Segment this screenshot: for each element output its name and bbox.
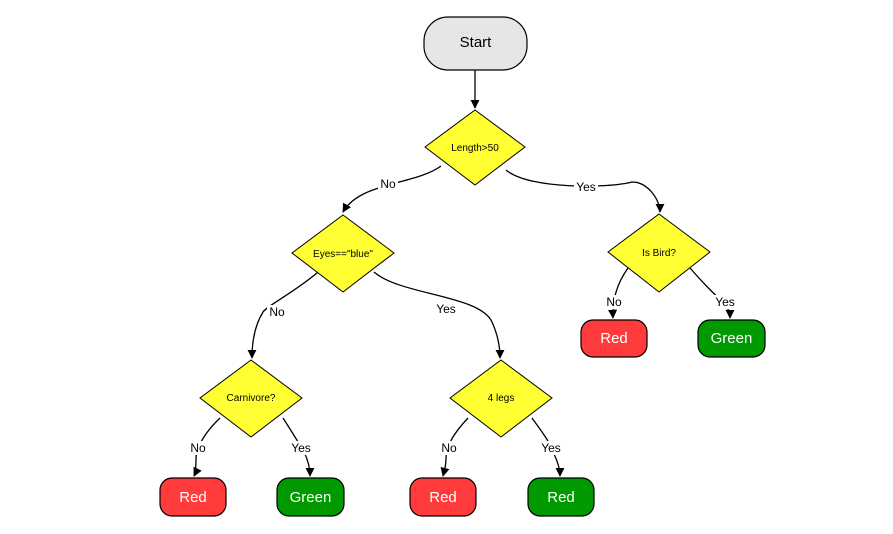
edge-carnivore-no	[193, 417, 221, 477]
leaf-bird-no: Red	[580, 319, 648, 358]
leaf-carnivore-yes: Green	[276, 477, 345, 517]
edge-eyes-yes	[373, 271, 505, 359]
decision-legs: 4 legs	[449, 359, 553, 438]
edge-length-yes	[505, 169, 665, 213]
decision-carnivore: Carnivore?	[199, 359, 303, 438]
leaf-carnivore-no-label: Red	[179, 489, 207, 506]
start-node: Start	[423, 16, 528, 71]
edge-labels: No Yes No Yes No Yes No Yes No Yes	[188, 177, 737, 455]
edge-bird-no	[608, 267, 629, 319]
decision-eyes-label: Eyes=="blue"	[313, 249, 373, 260]
leaf-legs-yes-label: Red	[547, 489, 575, 506]
leaf-legs-yes: Red	[527, 477, 595, 517]
edge-label-eyes-no: No	[269, 305, 285, 319]
edge-label-length-yes: Yes	[576, 180, 596, 194]
edge-label-legs-yes: Yes	[541, 441, 561, 455]
decision-carnivore-label: Carnivore?	[227, 393, 276, 404]
leaf-legs-no-label: Red	[429, 489, 457, 506]
decision-legs-label: 4 legs	[488, 393, 515, 404]
leaf-bird-yes-label: Green	[711, 330, 753, 347]
edge-label-carnivore-no: No	[190, 441, 206, 455]
edge-bird-yes	[689, 267, 735, 319]
leaf-carnivore-no: Red	[159, 477, 227, 517]
decision-length-label: Length>50	[451, 143, 499, 154]
leaf-carnivore-yes-label: Green	[290, 489, 332, 506]
edge-label-bird-yes: Yes	[715, 295, 735, 309]
edge-label-bird-no: No	[606, 295, 622, 309]
edge-label-eyes-yes: Yes	[436, 302, 456, 316]
decision-length: Length>50	[424, 109, 526, 186]
start-label: Start	[460, 34, 493, 51]
edges	[193, 70, 735, 477]
edge-label-legs-no: No	[441, 441, 457, 455]
leaf-bird-no-label: Red	[600, 330, 628, 347]
decision-eyes: Eyes=="blue"	[291, 214, 395, 293]
leaf-legs-no: Red	[409, 477, 477, 517]
leaf-bird-yes: Green	[697, 319, 766, 358]
edge-legs-no	[440, 417, 469, 477]
edge-label-carnivore-yes: Yes	[291, 441, 311, 455]
decision-bird: Is Bird?	[607, 213, 711, 293]
edge-eyes-no	[247, 271, 319, 359]
edge-label-length-no: No	[380, 177, 396, 191]
decision-bird-label: Is Bird?	[642, 248, 676, 259]
